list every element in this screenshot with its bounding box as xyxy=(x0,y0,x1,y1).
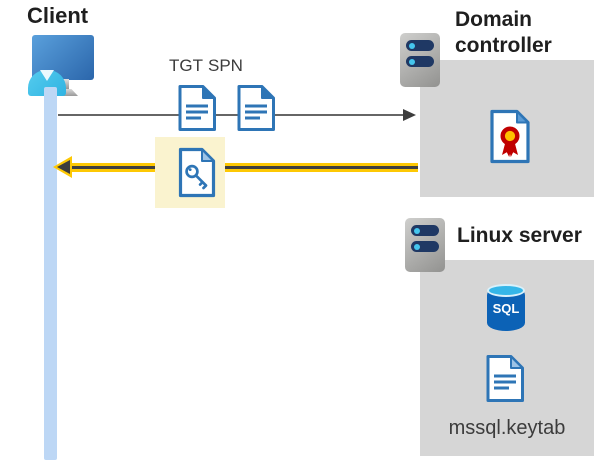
server-bar xyxy=(411,241,439,252)
server-bar xyxy=(406,56,434,67)
keytab-document-icon xyxy=(485,354,525,403)
response-arrow-head-icon xyxy=(57,160,70,174)
linux-server-server-icon xyxy=(405,218,445,272)
server-led xyxy=(409,58,415,65)
spn-label: SPN xyxy=(208,56,243,75)
sql-cylinder-top xyxy=(487,284,525,297)
keytab-label: mssql.keytab xyxy=(448,417,566,439)
client-title: Client xyxy=(27,3,89,28)
domain-controller-server-icon xyxy=(400,33,440,87)
tgt-label: TGT xyxy=(169,56,203,75)
certificate-document-icon xyxy=(489,109,531,164)
linux-server-title: Linux server xyxy=(457,224,582,247)
client-timeline-bar xyxy=(44,87,57,460)
server-bar xyxy=(406,40,434,51)
request-arrow-line xyxy=(58,114,404,116)
server-led xyxy=(414,243,420,250)
sql-database-icon: SQL xyxy=(487,284,525,331)
sql-badge-label: SQL xyxy=(492,301,520,316)
request-arrow-head-icon xyxy=(403,109,416,121)
server-led xyxy=(409,42,415,49)
server-led xyxy=(414,227,420,234)
domain-controller-title: Domain controller xyxy=(455,8,552,57)
key-ticket-document-icon xyxy=(178,147,216,198)
response-arrow-line xyxy=(66,166,418,169)
tgt-document-icon xyxy=(177,84,217,132)
server-bar xyxy=(411,225,439,236)
person-collar xyxy=(40,70,54,81)
spn-document-icon xyxy=(236,84,276,132)
